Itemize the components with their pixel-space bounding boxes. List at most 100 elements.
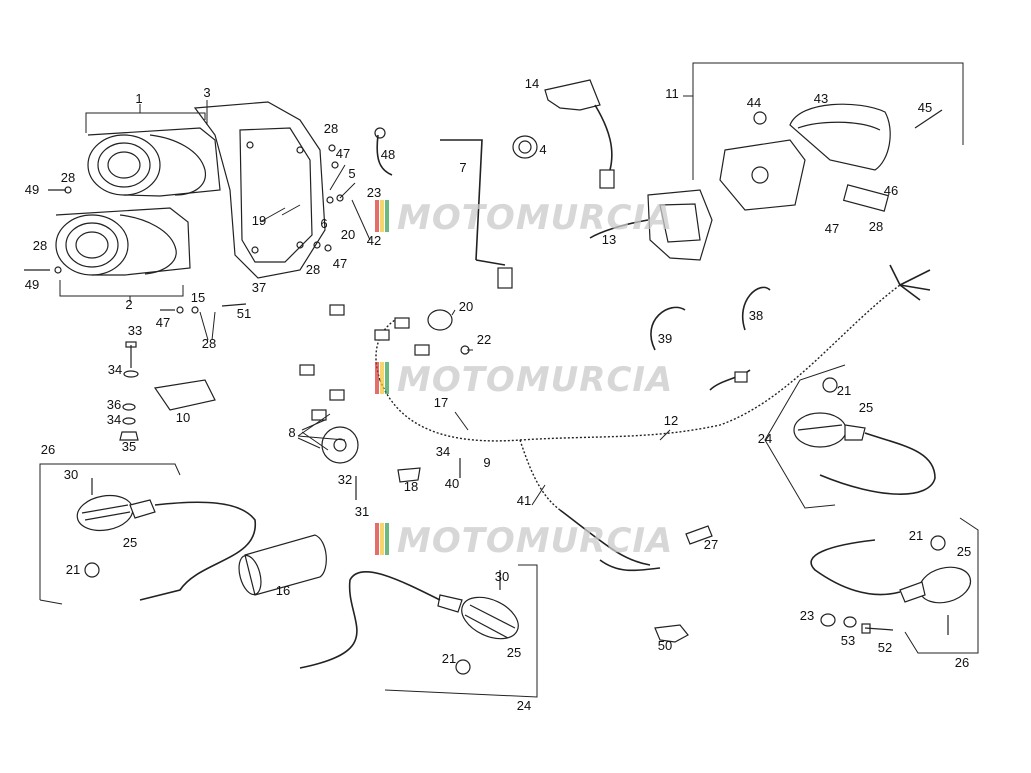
callout-label-l45: 45 — [918, 100, 932, 115]
watermark-flag-stripe — [385, 362, 389, 394]
callout-label-l28c: 28 — [33, 238, 47, 253]
callout-label-l32: 32 — [338, 472, 352, 487]
callout-label-l35: 35 — [122, 439, 136, 454]
watermark-wm1: MOTOMURCIA — [375, 198, 672, 238]
callout-label-l28b: 28 — [61, 170, 75, 185]
callout-label-l5: 5 — [348, 166, 355, 181]
callout-label-l25b: 25 — [123, 535, 137, 550]
callout-label-l15: 15 — [191, 290, 205, 305]
callout-label-l9: 9 — [483, 455, 490, 470]
callout-label-l24b: 24 — [517, 698, 531, 713]
callout-label-l30b: 30 — [495, 569, 509, 584]
watermark-flag-stripe — [385, 200, 389, 232]
callout-label-l34c: 34 — [436, 444, 450, 459]
callout-label-l25d: 25 — [507, 645, 521, 660]
callout-label-l28a: 28 — [324, 121, 338, 136]
watermark-flag-stripe — [375, 362, 379, 394]
callout-label-l10: 10 — [176, 410, 190, 425]
callout-label-l21a: 21 — [837, 383, 851, 398]
indicator-right-top — [764, 364, 936, 509]
callout-label-l2: 2 — [125, 297, 132, 312]
callout-label-l44: 44 — [747, 95, 761, 110]
callout-label-l13: 13 — [602, 232, 616, 247]
callout-label-l21c: 21 — [909, 528, 923, 543]
watermark-flag-stripe — [375, 523, 379, 555]
watermark-text: MOTOMURCIA — [397, 521, 673, 561]
callout-label-l11: 11 — [665, 86, 679, 101]
callout-label-l21d: 21 — [442, 651, 456, 666]
callout-label-l52: 52 — [878, 640, 892, 655]
regulator-column — [119, 341, 216, 441]
callout-label-l41: 41 — [517, 493, 531, 508]
headlight-upper — [87, 127, 221, 197]
callout-label-l21b: 21 — [66, 562, 80, 577]
callout-label-l49b: 49 — [25, 277, 39, 292]
callout-label-l6: 6 — [320, 216, 327, 231]
leader-lines — [199, 164, 671, 506]
callout-label-l34a: 34 — [108, 362, 122, 377]
callout-label-l24a: 24 — [758, 431, 772, 446]
callout-label-l28e: 28 — [202, 336, 216, 351]
callout-label-l40: 40 — [445, 476, 459, 491]
watermark-flag-stripe — [385, 523, 389, 555]
main-harness — [375, 264, 931, 572]
callout-label-l18: 18 — [404, 479, 418, 494]
callout-label-l47b: 47 — [333, 256, 347, 271]
callout-label-l36: 36 — [107, 397, 121, 412]
watermark-layer: MOTOMURCIA MOTOMURCIA MOTOMURCIA — [375, 198, 673, 561]
callout-label-l53: 53 — [841, 633, 855, 648]
callout-label-l17: 17 — [434, 395, 448, 410]
callout-label-l25c: 25 — [957, 544, 971, 559]
watermark-flag-stripe — [380, 523, 384, 555]
callout-label-l27: 27 — [704, 537, 718, 552]
line-art — [24, 62, 979, 698]
watermark-flag-stripe — [380, 200, 384, 232]
callout-label-l47a: 47 — [336, 146, 350, 161]
callout-label-l39: 39 — [658, 331, 672, 346]
callout-label-l46: 46 — [884, 183, 898, 198]
harness-connectors — [299, 304, 470, 500]
callout-label-l26b: 26 — [955, 655, 969, 670]
watermark-wm2: MOTOMURCIA — [375, 360, 673, 400]
callout-label-l7: 7 — [459, 160, 466, 175]
callout-label-l28f: 28 — [869, 219, 883, 234]
callout-label-l49a: 49 — [25, 182, 39, 197]
indicator-left — [39, 463, 256, 605]
callout-label-l22: 22 — [477, 332, 491, 347]
callout-label-l25a: 25 — [859, 400, 873, 415]
callout-label-l20a: 20 — [341, 227, 355, 242]
indicator-right-bottom — [810, 517, 979, 654]
callout-label-l19: 19 — [252, 213, 266, 228]
callout-label-l37: 37 — [252, 280, 266, 295]
callout-label-l30a: 30 — [64, 467, 78, 482]
callout-label-l48: 48 — [381, 147, 395, 162]
callout-label-l31: 31 — [355, 504, 369, 519]
handlebar-switch — [589, 189, 713, 261]
callout-label-l33: 33 — [128, 323, 142, 338]
callout-label-l23: 23 — [367, 185, 381, 200]
callout-label-l50: 50 — [658, 638, 672, 653]
callout-label-l38: 38 — [749, 308, 763, 323]
callout-label-l51: 51 — [237, 306, 251, 321]
watermark-flag-stripe — [375, 200, 379, 232]
callout-label-l16: 16 — [276, 583, 290, 598]
callout-label-l20b: 20 — [459, 299, 473, 314]
callout-label-l12: 12 — [664, 413, 678, 428]
callout-label-l3: 3 — [203, 85, 210, 100]
headlight-lower — [55, 207, 191, 276]
headlight-housing — [193, 101, 326, 279]
cylinder-part — [238, 534, 327, 596]
callout-label-l47c: 47 — [156, 315, 170, 330]
callout-label-l1: 1 — [135, 91, 142, 106]
callout-label-l23b: 23 — [800, 608, 814, 623]
watermark-flag-stripe — [380, 362, 384, 394]
watermark-text: MOTOMURCIA — [397, 360, 673, 400]
callout-label-l26a: 26 — [41, 442, 55, 457]
callout-label-l4: 4 — [539, 142, 546, 157]
callout-label-l47d: 47 — [825, 221, 839, 236]
small-fasteners-headlight — [24, 144, 344, 314]
upper-center-parts — [374, 79, 615, 289]
watermark-wm3: MOTOMURCIA — [375, 521, 673, 561]
